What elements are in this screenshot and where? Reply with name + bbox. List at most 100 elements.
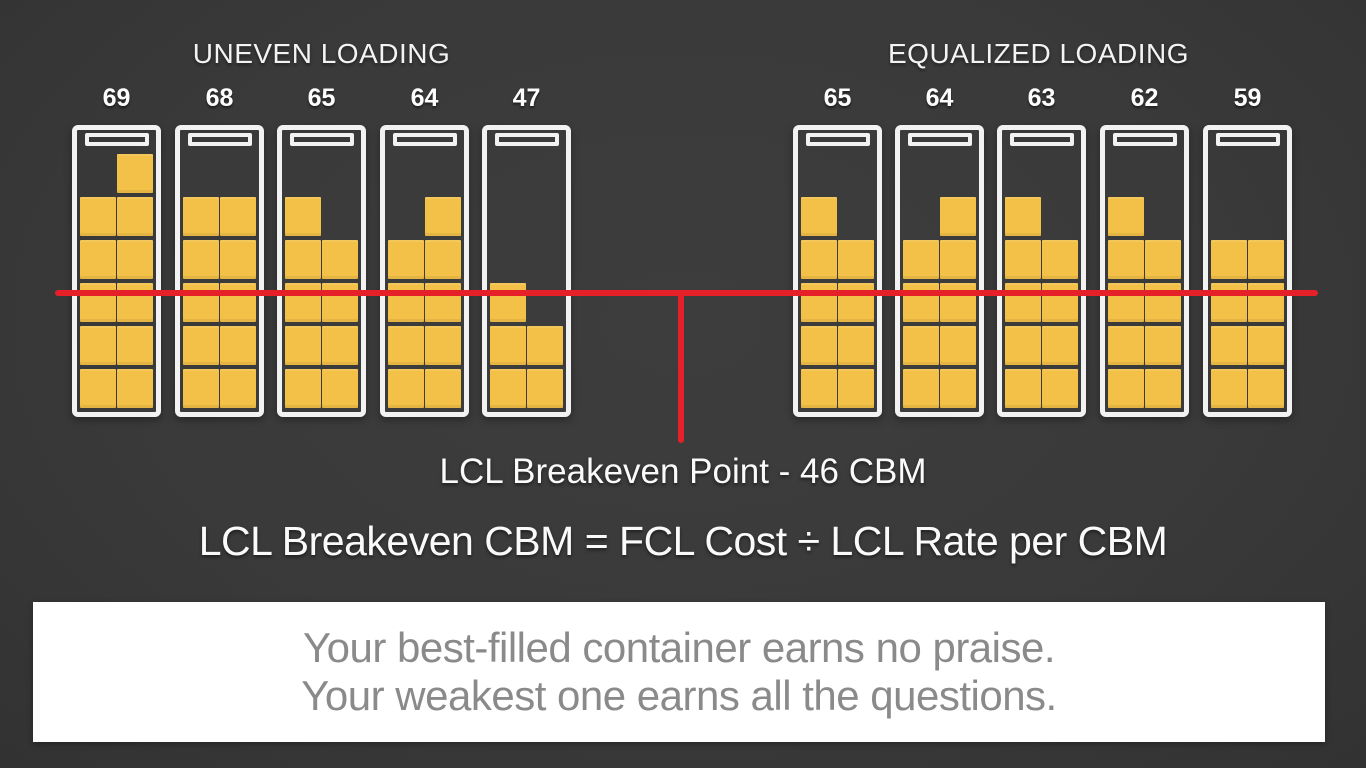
breakeven-threshold-line [55,290,1318,296]
cargo-block [1042,283,1078,322]
cargo-block [490,326,526,365]
cargo-block [490,283,526,322]
cargo-block [220,240,256,279]
cargo-block [1042,369,1078,408]
cargo-block [322,283,358,322]
cargo-block [183,369,219,408]
cargo-block [1005,240,1041,279]
container-lid [805,133,870,146]
cargo-block [1248,326,1284,365]
container-lid [392,133,457,146]
cargo-block [183,197,219,236]
container-cbm-value: 65 [823,84,852,112]
cargo-block [1005,283,1041,322]
cargo-block [322,369,358,408]
cargo-block [801,197,837,236]
cargo-block [285,240,321,279]
container-cbm-value: 68 [205,84,234,112]
cargo-block [80,369,116,408]
container-cbm-value: 62 [1130,84,1159,112]
cargo-block [425,326,461,365]
cargo-block [285,283,321,322]
container-outline [793,125,882,417]
cargo-block [80,283,116,322]
cargo-block [220,369,256,408]
container-outline [895,125,984,417]
cargo-block [183,326,219,365]
cargo-block [1108,369,1144,408]
cargo-block [940,283,976,322]
container-lid [1009,133,1074,146]
cargo-block [322,326,358,365]
container-lid [907,133,972,146]
container-outline [997,125,1086,417]
cargo-block [183,283,219,322]
cargo-block [903,240,939,279]
container-lid [84,133,149,146]
container-outline [72,125,161,417]
cargo-block [388,369,424,408]
cargo-block [940,369,976,408]
cargo-block [1145,326,1181,365]
cargo-block [1108,240,1144,279]
uneven-loading-title: UNEVEN LOADING [192,38,451,69]
cargo-block [117,369,153,408]
container-lid [1112,133,1177,146]
cargo-block [220,283,256,322]
cargo-block [425,197,461,236]
cargo-block [220,326,256,365]
cargo-block [388,326,424,365]
cargo-block [1211,240,1247,279]
container-outline [1203,125,1292,417]
quote-line-2: Your weakest one earns all the questions… [301,672,1057,719]
cargo-block [801,326,837,365]
container-cbm-value: 63 [1027,84,1056,112]
cargo-block [1042,326,1078,365]
cargo-block [117,154,153,193]
container-cbm-value: 64 [410,84,439,112]
cargo-block [117,240,153,279]
cargo-block [1005,326,1041,365]
cargo-block [801,240,837,279]
cargo-block [1145,369,1181,408]
cargo-block [1108,326,1144,365]
cargo-block [1042,240,1078,279]
quote-banner: Your best-filled container earns no prai… [33,602,1325,742]
cargo-block [425,369,461,408]
cargo-block [1005,197,1041,236]
cargo-block [1211,326,1247,365]
cargo-block [838,240,874,279]
cargo-block [117,326,153,365]
container-cbm-value: 64 [925,84,954,112]
cargo-block [801,369,837,408]
container-outline [1100,125,1189,417]
cargo-block [80,326,116,365]
cargo-block [322,240,358,279]
cargo-block [838,326,874,365]
cargo-block [1108,197,1144,236]
breakeven-formula: LCL Breakeven CBM = FCL Cost ÷ LCL Rate … [198,518,1168,564]
cargo-block [490,369,526,408]
container-cbm-value: 69 [102,84,131,112]
cargo-block [388,283,424,322]
cargo-block [940,240,976,279]
cargo-block [80,240,116,279]
container-outline [482,125,571,417]
cargo-block [527,326,563,365]
cargo-block [940,326,976,365]
container-cbm-value: 65 [307,84,336,112]
cargo-block [1005,369,1041,408]
breakeven-pointer-line [678,290,684,443]
cargo-block [838,369,874,408]
cargo-block [183,240,219,279]
cargo-block [425,240,461,279]
container-cbm-value: 47 [512,84,541,112]
container-outline [277,125,366,417]
cargo-block [80,197,116,236]
cargo-block [903,369,939,408]
container-outline [175,125,264,417]
cargo-block [285,369,321,408]
breakeven-point-label: LCL Breakeven Point - 46 CBM [439,452,927,491]
cargo-block [388,240,424,279]
container-lid [494,133,559,146]
